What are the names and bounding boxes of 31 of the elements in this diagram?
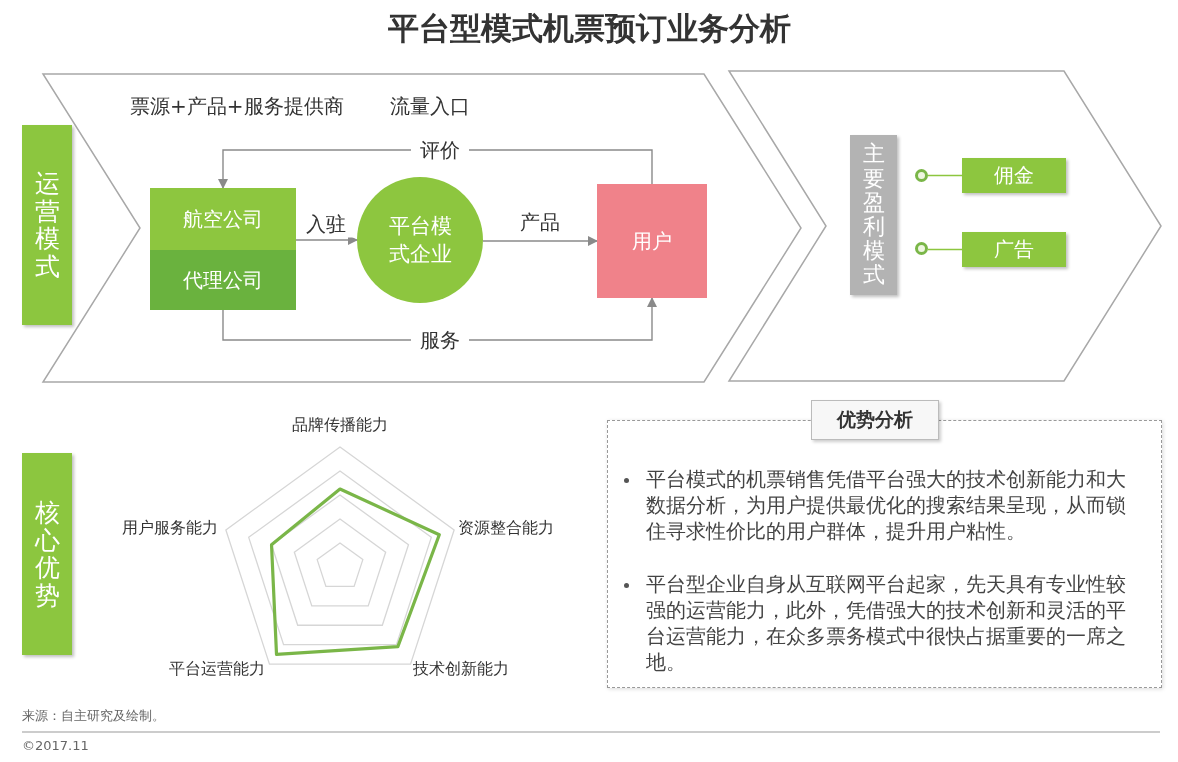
- vertical-label: 主要盈利模式: [862, 142, 885, 288]
- process-box: 代理公司: [150, 250, 296, 310]
- connector-line: [927, 248, 963, 251]
- revenue-box: 广告: [962, 232, 1066, 267]
- diagram-title: 平台型模式机票预订业务分析: [386, 9, 792, 48]
- axis-label: 品牌传播能力: [292, 414, 388, 436]
- process-box: 航空公司: [150, 188, 296, 250]
- source-note: 来源：自主研究及绘制。: [22, 707, 165, 725]
- vertical-label: 运营模式: [34, 170, 60, 280]
- arrow: [222, 297, 657, 341]
- axis-label: 用户服务能力: [122, 517, 218, 539]
- connector-line: [927, 174, 963, 177]
- panel-heading-tab: 优势分析: [811, 400, 939, 440]
- section-tab: [22, 453, 72, 655]
- revenue-box: 佣金: [962, 158, 1066, 193]
- bullet-text: 平台模式的机票销售凭借平台强大的技术创新能力和大数据分析，为用户提供最优化的搜索结果呈现，从而锁住寻求性价比的用户群体，提升用户粘性。: [646, 466, 1127, 544]
- axis-label: 技术创新能力: [413, 658, 509, 680]
- axis-label: 资源整合能力: [458, 517, 554, 539]
- arrow: [295, 235, 358, 245]
- axis-label: 平台运营能力: [169, 658, 265, 680]
- section-tab: [22, 125, 72, 325]
- chevron-band: [728, 70, 1162, 382]
- arrow: [482, 236, 598, 246]
- section-tab: [850, 135, 897, 295]
- bullet-text: 平台型企业自身从互联网平台起家，先天具有专业性较强的运营能力，此外，凭借强大的技术创新和灵活的平台运营能力，在众多票务模式中很快占据重要的一席之地。: [646, 571, 1127, 675]
- copyright-note: ©2017.11: [22, 737, 89, 753]
- user-box: 用户: [597, 184, 707, 298]
- arrow: [218, 149, 653, 189]
- vertical-label: 核心优势: [34, 499, 60, 609]
- column-heading: 流量入口: [390, 93, 470, 120]
- column-heading: 票源+产品+服务提供商: [130, 93, 344, 120]
